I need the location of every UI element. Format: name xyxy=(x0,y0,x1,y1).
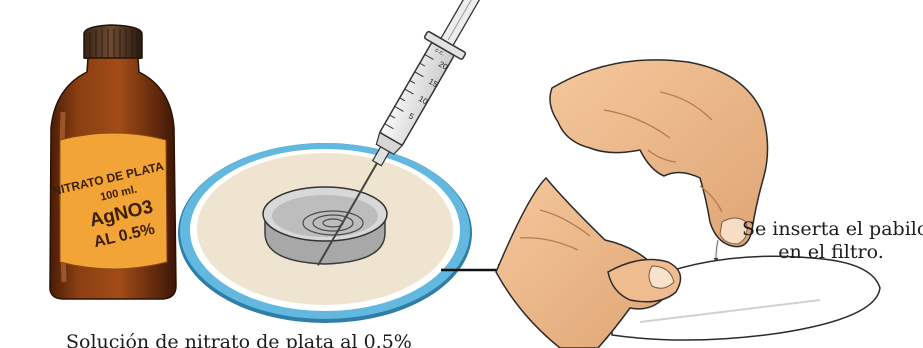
caption-wick-line1: Se inserta el pabilo xyxy=(742,218,920,241)
syringe-plunger xyxy=(441,0,486,45)
caption-wick-insertion: Se inserta el pabilo en el filtro. xyxy=(742,218,920,264)
silver-nitrate-bottle: NITRATO DE PLATA 100 ml. AgNO3 AL 0.5% xyxy=(50,25,179,299)
caption-wick-line2: en el filtro. xyxy=(742,241,920,264)
caption-solution: Solución de nitrato de plata al 0.5% xyxy=(66,331,412,348)
bottle-cap xyxy=(84,25,142,61)
syringe-barrel xyxy=(380,42,455,145)
petri-plate xyxy=(178,143,472,323)
